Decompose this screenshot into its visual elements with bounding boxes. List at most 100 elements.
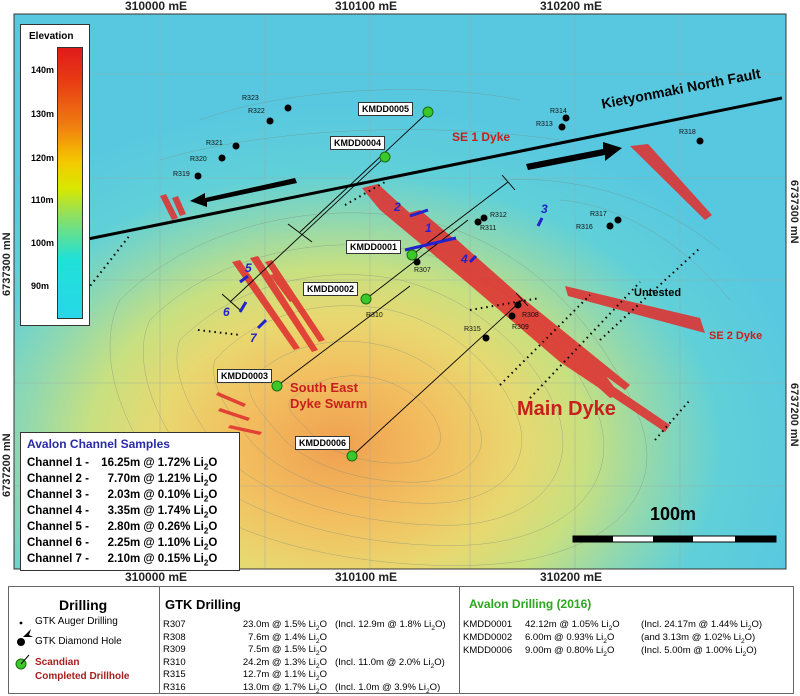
oxide-subscript: 2 <box>203 510 209 520</box>
elev-tick: 130m <box>31 109 55 119</box>
result-value-text: 42.12m @ 1.05% Li <box>525 619 609 630</box>
channel-row: Channel 1 - 16.25m @ 1.72% Li2O <box>27 457 218 472</box>
channel-row-length: 16.25m <box>101 457 141 469</box>
se1-dyke-body <box>630 144 712 220</box>
hole-label-kmdd0001: KMDD0001 <box>346 240 402 254</box>
oxide-o: O <box>208 505 218 517</box>
bottom-easting-1: 310000 mE <box>125 570 188 584</box>
gtk-label: R309 <box>512 324 529 331</box>
gtk-label: R321 <box>206 140 223 147</box>
oxide-o: O <box>208 521 218 533</box>
result-value-text: 12.7m @ 1.1% Li <box>242 669 316 680</box>
gtk-hole-icon <box>508 312 516 320</box>
gtk-label: R319 <box>173 171 190 178</box>
result-note-text: (Incl. 12.9m @ 1.8% Li <box>335 619 432 630</box>
channel-row-label: Channel 1 - <box>27 457 93 469</box>
oxide-subscript: 2 <box>203 558 209 568</box>
oxide-subscript: 2 <box>203 526 209 536</box>
oxide-subscript: 2 <box>315 649 320 657</box>
result-value: 6.00m @ 0.93% Li2O <box>525 632 641 645</box>
se-swarm-label-2: Dyke Swarm <box>290 396 368 411</box>
result-note-end: ) <box>752 632 756 643</box>
hole-label-kmdd0004: KMDD0004 <box>330 136 386 150</box>
channel-num: 6 <box>223 305 230 319</box>
channel-row-label: Channel 3 - <box>27 489 93 501</box>
drilling-key-symbols <box>15 621 33 670</box>
gtk-hole-icon <box>194 172 202 180</box>
left-northing-2: 6737200 mN <box>1 433 13 497</box>
result-note-end: ) <box>442 619 446 630</box>
channel-row: Channel 3 - 2.03m @ 0.10% Li2O <box>27 489 218 504</box>
result-note: (Incl. 11.0m @ 2.0% Li2O) <box>327 657 445 670</box>
gtk-hole-icon <box>232 142 240 150</box>
se-swarm-dyke-2 <box>250 256 318 352</box>
gtk-label: R307 <box>414 267 431 274</box>
elev-tick: 100m <box>31 238 55 248</box>
oxide-o: O <box>319 644 327 655</box>
channel-row: Channel 6 - 2.25m @ 1.10% Li2O <box>27 537 218 552</box>
result-value-text: 9.00m @ 0.80% Li <box>525 645 604 656</box>
channel-row-grade: 0.26% <box>157 521 191 533</box>
scandian-legend-label-2: Completed Drillhole <box>35 671 130 682</box>
result-value: 23.0m @ 1.5% Li2O <box>205 619 327 632</box>
oxide-o: O <box>208 537 218 549</box>
se1-dyke-label: SE 1 Dyke <box>452 130 511 144</box>
channel-row-label: Channel 6 - <box>27 537 93 549</box>
result-value: 12.7m @ 1.1% Li2O <box>205 669 327 682</box>
channel-row-label: Channel 7 - <box>27 553 93 565</box>
result-hole-id: R309 <box>163 644 186 655</box>
channel-samples-title: Avalon Channel Samples <box>27 437 170 451</box>
oxide-subscript: 2 <box>608 624 613 632</box>
oxide-subscript: 2 <box>742 650 747 658</box>
gtk-label: R316 <box>576 224 593 231</box>
gtk-hole-icon <box>482 334 490 342</box>
oxide-subscript: 2 <box>315 662 320 670</box>
channel-num: 5 <box>245 261 252 275</box>
oxide-subscript: 2 <box>315 687 320 695</box>
hole-label-kmdd0003: KMDD0003 <box>217 369 273 383</box>
channel-row-length: 7.70m <box>107 473 141 485</box>
oxide-subscript: 2 <box>203 462 209 472</box>
result-note: (and 3.13m @ 1.02% Li2O) <box>641 632 756 645</box>
hole-label-kmdd0006: KMDD0006 <box>295 436 351 450</box>
oxide-subscript: 2 <box>203 494 209 504</box>
elevation-legend-title: Elevation <box>29 31 74 42</box>
gtk-hole-icon <box>284 104 292 112</box>
gtk-label: R314 <box>550 108 567 115</box>
elev-tick: 120m <box>31 153 55 163</box>
bottom-easting-3: 310200 mE <box>540 570 603 584</box>
result-value-text: 13.0m @ 1.7% Li <box>242 681 316 693</box>
oxide-o: O <box>746 645 754 656</box>
channel-row-grade: 1.72% <box>157 457 191 469</box>
bottom-easting-2: 310100 mE <box>335 570 398 584</box>
result-value-text: 7.6m @ 1.4% Li <box>248 631 316 643</box>
result-note: (Incl. 5.00m @ 1.00% Li2O) <box>641 645 757 658</box>
top-easting-3: 310200 mE <box>540 0 603 13</box>
auger-legend-label: GTK Auger Drilling <box>35 616 118 627</box>
top-easting-1: 310000 mE <box>125 0 188 13</box>
auger-dot-lines <box>86 181 701 441</box>
oxide-subscript: 2 <box>430 662 435 670</box>
result-note-text: (Incl. 5.00m @ 1.00% Li <box>641 645 743 656</box>
elevation-legend: Elevation 140m 130m 120m 110m 100m 90m <box>20 24 90 326</box>
result-note-text: (and 3.13m @ 1.02% Li <box>641 632 741 643</box>
right-northing-2: 6737200 mN <box>788 383 800 447</box>
scale-bar <box>572 535 777 543</box>
result-note-end: ) <box>758 619 763 630</box>
channel-num: 7 <box>250 331 257 345</box>
hole-label-kmdd0005: KMDD0005 <box>358 102 414 116</box>
result-note-text: (Incl. 11.0m @ 2.0% Li <box>335 656 431 668</box>
oxide-o: O <box>208 457 218 469</box>
gtk-label: R318 <box>679 129 696 136</box>
dyke-bodies <box>160 144 712 435</box>
channel-row-length: 2.80m <box>107 521 141 533</box>
oxide-o: O <box>319 681 327 693</box>
channel-samples-panel: Avalon Channel Samples Channel 1 - 16.25… <box>20 432 240 571</box>
gtk-label: R313 <box>536 121 553 128</box>
top-easting-2: 310100 mE <box>335 0 398 13</box>
oxide-subscript: 2 <box>315 624 320 632</box>
left-northing-1: 6737300 mN <box>1 232 13 296</box>
avalon-drilling-title: Avalon Drilling (2016) <box>469 597 592 611</box>
